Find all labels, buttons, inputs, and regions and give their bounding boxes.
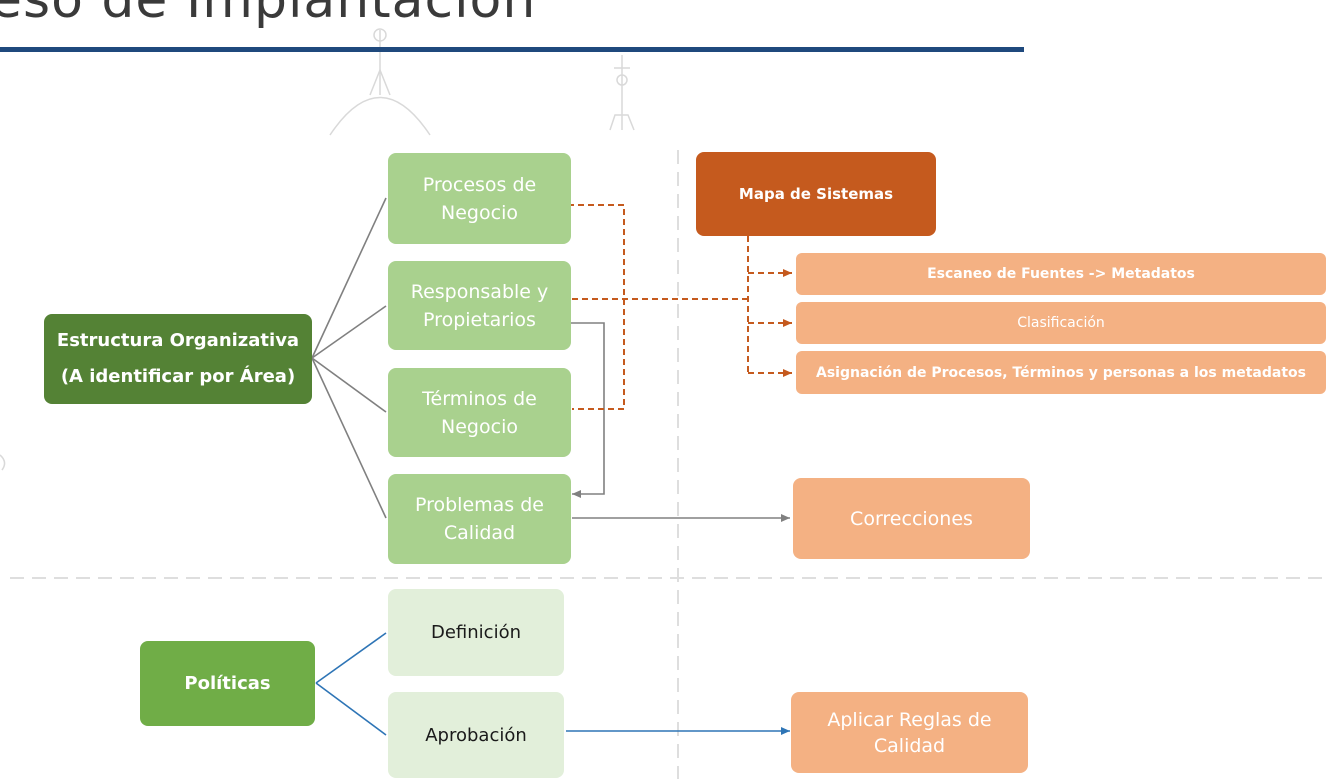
classification-bar: Clasificación bbox=[796, 302, 1326, 344]
scan-label: Escaneo de Fuentes -> Metadatos bbox=[927, 266, 1195, 282]
owners-box: Responsable y Propietarios bbox=[388, 261, 571, 350]
title-underline bbox=[0, 47, 1024, 52]
policies-box: Políticas bbox=[140, 641, 315, 726]
terms-label: Términos de Negocio bbox=[422, 387, 537, 438]
systems-map-label: Mapa de Sistemas bbox=[738, 185, 894, 203]
dashed-links bbox=[568, 204, 792, 410]
structure-fan bbox=[311, 197, 387, 519]
policies-label: Políticas bbox=[184, 673, 271, 694]
approval-box: Aprobación bbox=[388, 692, 564, 778]
apply-rules-label: Aplicar Reglas de Calidad bbox=[827, 708, 992, 757]
classification-label: Clasificación bbox=[1017, 315, 1105, 331]
quality-label: Problemas de Calidad bbox=[414, 494, 544, 544]
processes-label: Procesos de Negocio bbox=[422, 173, 537, 224]
definition-label: Definición bbox=[431, 622, 521, 643]
assignment-bar: Asignación de Procesos, Términos y perso… bbox=[796, 351, 1326, 394]
structure-label: Estructura Organizativa (A identificar p… bbox=[56, 330, 300, 387]
approval-label: Aprobación bbox=[425, 724, 527, 746]
terms-box: Términos de Negocio bbox=[388, 368, 571, 457]
corrections-label: Correcciones bbox=[850, 507, 973, 530]
quality-box: Problemas de Calidad bbox=[388, 474, 571, 564]
structure-box: Estructura Organizativa (A identificar p… bbox=[44, 314, 312, 404]
apply-rules-box: Aplicar Reglas de Calidad bbox=[791, 692, 1028, 773]
corrections-box: Correcciones bbox=[793, 478, 1030, 559]
assignment-label: Asignación de Procesos, Términos y perso… bbox=[816, 364, 1306, 381]
page-title: eso de Implantación bbox=[0, 0, 537, 30]
scan-bar: Escaneo de Fuentes -> Metadatos bbox=[796, 253, 1326, 295]
policies-fan bbox=[315, 632, 387, 736]
definition-box: Definición bbox=[388, 589, 564, 676]
processes-box: Procesos de Negocio bbox=[388, 153, 571, 244]
systems-map-box: Mapa de Sistemas bbox=[696, 152, 936, 236]
owners-label: Responsable y Propietarios bbox=[410, 280, 549, 331]
